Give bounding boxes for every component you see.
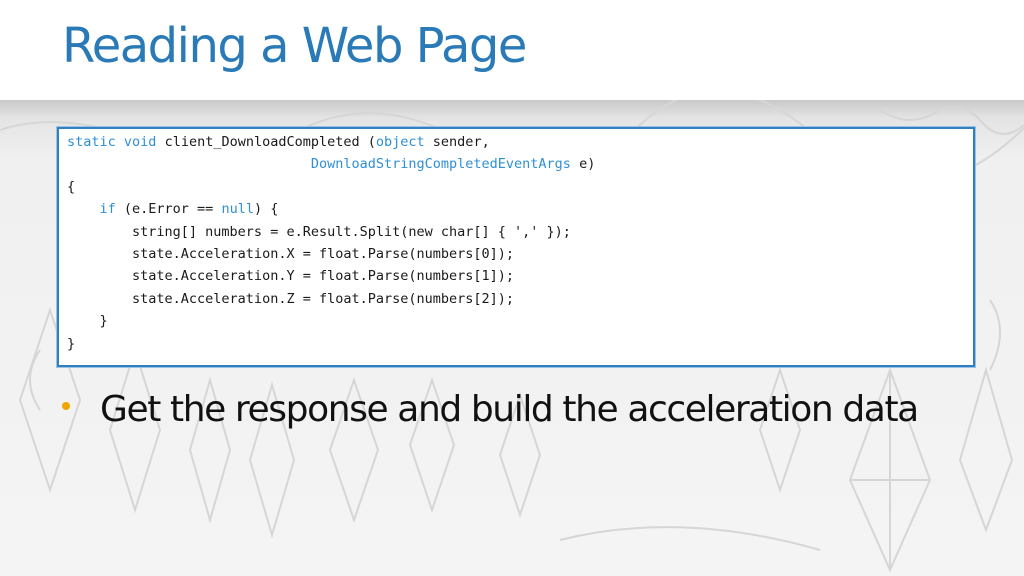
code-text: string[] numbers = e.Result.Split(new ch… bbox=[67, 223, 571, 240]
code-line: } bbox=[67, 310, 965, 332]
slide-title: Reading a Web Page bbox=[62, 18, 527, 74]
code-text: } bbox=[67, 335, 76, 352]
code-keyword: static bbox=[67, 134, 116, 150]
title-band: Reading a Web Page bbox=[0, 0, 1024, 100]
code-keyword: if bbox=[99, 201, 116, 218]
code-line: if (e.Error == null) { bbox=[67, 198, 965, 220]
code-text bbox=[116, 134, 124, 150]
code-text: (e.Error == bbox=[115, 201, 222, 218]
code-block: static void client_DownloadCompleted (ob… bbox=[57, 127, 975, 367]
code-line: DownloadStringCompletedEventArgs e) bbox=[67, 153, 965, 175]
code-text: ) { bbox=[253, 201, 279, 218]
code-text: sender, bbox=[424, 134, 490, 150]
code-keyword: DownloadStringCompletedEventArgs bbox=[310, 156, 571, 173]
code-line: state.Acceleration.Y = float.Parse(numbe… bbox=[67, 265, 965, 287]
code-text: { bbox=[67, 178, 76, 195]
code-keyword: null bbox=[221, 201, 254, 218]
code-text bbox=[67, 201, 100, 217]
code-line: { bbox=[67, 176, 965, 198]
code-line: state.Acceleration.X = float.Parse(numbe… bbox=[67, 243, 965, 265]
code-line: string[] numbers = e.Result.Split(new ch… bbox=[67, 221, 965, 243]
code-line: state.Acceleration.Z = float.Parse(numbe… bbox=[67, 288, 965, 310]
code-text: state.Acceleration.X = float.Parse(numbe… bbox=[67, 245, 515, 262]
bullet-dot-icon bbox=[62, 402, 70, 410]
code-line: static void client_DownloadCompleted (ob… bbox=[67, 131, 965, 153]
code-keyword: void bbox=[123, 134, 157, 150]
code-text: client_DownloadCompleted ( bbox=[156, 134, 376, 150]
code-keyword: object bbox=[375, 134, 425, 150]
code-text: e) bbox=[570, 156, 596, 173]
code-line: } bbox=[67, 333, 965, 355]
code-text: } bbox=[67, 313, 108, 330]
code-text: state.Acceleration.Y = float.Parse(numbe… bbox=[67, 268, 515, 285]
bullet-text: Get the response and build the accelerat… bbox=[100, 389, 919, 430]
code-text bbox=[67, 156, 311, 172]
code-text: state.Acceleration.Z = float.Parse(numbe… bbox=[67, 290, 515, 307]
